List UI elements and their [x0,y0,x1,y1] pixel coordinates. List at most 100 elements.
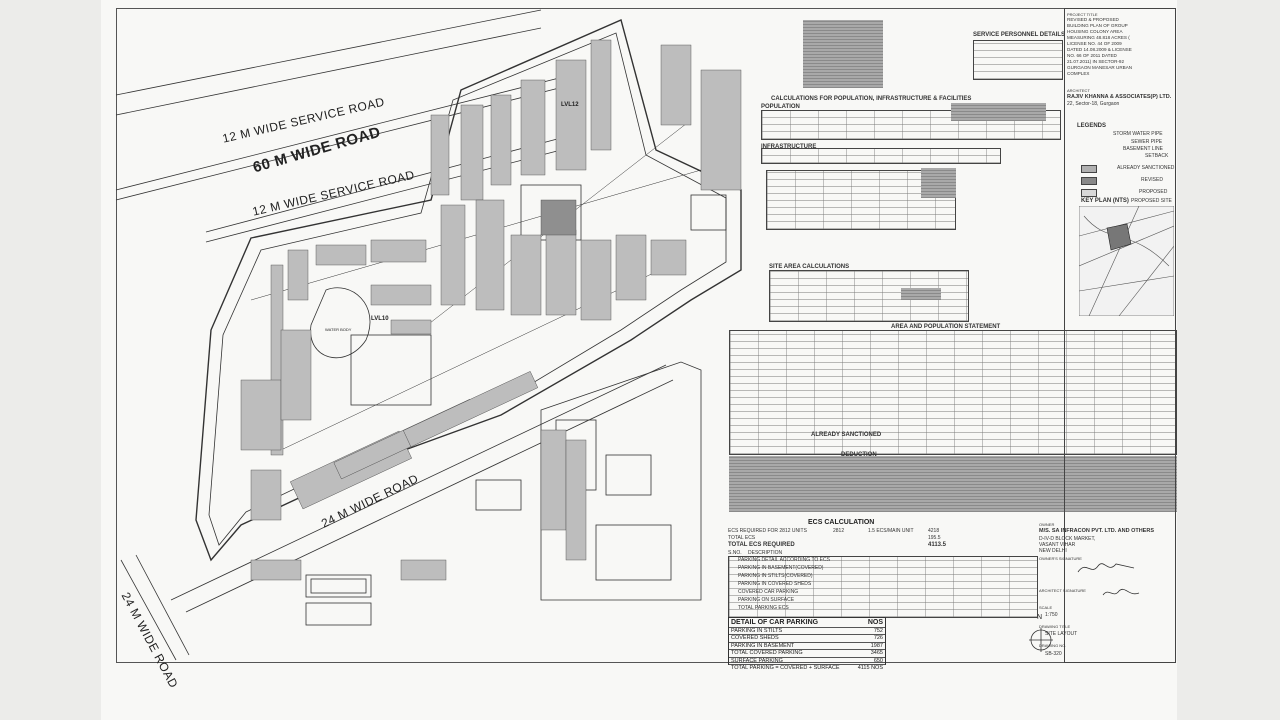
architect-signature-label: ARCHITECT SIGNATURE [1039,588,1086,593]
legend-swatch-proposed [1081,189,1097,197]
legend-swatch-revised [1081,177,1097,185]
drawing-sheet: 12 M WIDE SERVICE ROAD 60 M WIDE ROAD 12… [101,0,1177,720]
table-row: TOTAL COVERED PARKING 3465 [729,649,885,656]
ecs-required-val: 4113.5 [928,542,947,548]
cell-value: 726 [873,635,883,642]
service-table-shaded [803,20,883,88]
ecs-row-1: PARKING IN BASEMENT(COVERED) [738,565,824,571]
car-parking-table: DETAIL OF CAR PARKING NOS PARKING IN STI… [728,617,886,671]
ecs-row-3: PARKING IN COVERED SHEDS [738,581,812,587]
key-plan-map [1079,206,1174,316]
scale-label: SCALE [1039,605,1053,610]
legends-title: LEGENDS [1077,123,1107,129]
cell-value: 752 [873,628,883,634]
cell-value: 650 [873,657,883,664]
ecs-total-val: 195.5 [928,535,941,541]
proposed-site-label: PROPOSED SITE [1131,198,1172,204]
cell-label: PARKING IN STILTS [731,628,783,634]
ecs-req-units: ECS REQUIRED FOR 2812 UNITS [728,528,807,534]
table-row: COVERED SHEDS 726 [729,634,885,641]
legend-item-setback: SETBACK [1145,153,1169,159]
ecs-units: 2812 [833,528,845,534]
key-plan-label: KEY PLAN (NTS) [1081,198,1129,204]
legend-item-sewer: SEWER PIPE [1131,139,1163,145]
project-title: REVISED & PROPOSED BUILDING PLAN OF GROU… [1067,17,1133,76]
scale-value: 1:750 [1045,612,1058,618]
water-body-label: WATER BODY [325,327,352,332]
car-parking-header: DETAIL OF CAR PARKING NOS [729,618,885,627]
level-label-top: LVL12 [561,102,579,108]
legend-item-proposed: PROPOSED [1139,189,1168,195]
owner-address-2: VASANT VIHAR [1039,542,1076,548]
population-shade [951,103,1046,121]
drawing-title: SITE LAYOUT [1045,631,1078,637]
ecs-row-0: PARKING DETAIL ACCORDING TO ECS [738,557,830,563]
legend-item-revised: REVISED [1141,177,1163,183]
legend-item-sanctioned: ALREADY SANCTIONED [1117,165,1175,171]
cell-label: PARKING IN BASEMENT [731,642,795,649]
ecs-rate: 1.5 ECS/MAIN UNIT [868,528,914,534]
north-label: N [1037,614,1043,621]
infrastructure-table [761,148,1001,164]
site-area-label: SITE AREA CALCULATIONS [769,264,850,270]
population-label: POPULATION [761,104,800,110]
ecs-calculation: ECS CALCULATION ECS REQUIRED FOR 2812 UN… [728,514,1038,618]
ecs-row-4: COVERED CAR PARKING [738,589,799,595]
drawing-no-label: DRAWING NO. [1039,643,1067,648]
ecs-required: TOTAL ECS REQUIRED [728,542,795,548]
table-row: SURFACE PARKING 650 [729,656,885,664]
ecs-col-desc: DESCRIPTION [748,550,783,556]
level-label-mid: LVL10 [371,316,389,322]
cell-label: TOTAL PARKING = COVERED + SURFACE [731,664,840,671]
area-statement-shade [729,456,1177,512]
ecs-col-sno: S.NO. [728,550,742,556]
car-parking-title: DETAIL OF CAR PARKING [731,619,819,626]
architect-address: 22, Sector-18, Gurgaon [1067,101,1120,107]
architect-label: ARCHITECT [1067,88,1090,93]
area-statement-table [729,330,1177,455]
cell-label: COVERED SHEDS [731,635,779,642]
car-parking-nos: NOS [867,619,883,626]
owner-address-3: NEW DELHI [1039,548,1067,554]
service-table [973,40,1063,80]
legend-item-basement: BASEMENT LINE [1123,146,1163,152]
table-row: TOTAL PARKING = COVERED + SURFACE 4115 NO… [729,663,885,671]
owner-signature [1077,563,1135,573]
owner-signature-label: OWNER'S SIGNATURE [1039,556,1082,561]
cell-value: 4115 NOS [857,664,883,671]
architect-signature [1102,588,1140,596]
title-block [1064,8,1176,663]
cell-label: TOTAL COVERED PARKING [731,650,803,657]
calc-title: CALCULATIONS FOR POPULATION, INFRASTRUCT… [771,96,972,102]
service-personnel-title: SERVICE PERSONNEL DETAILS [973,32,1066,38]
infrastructure-label: INFRASTRUCTURE [761,144,817,150]
ecs-title: ECS CALCULATION [808,519,875,526]
area-statement-title: AREA AND POPULATION STATEMENT [891,324,1001,330]
site-area-shade [901,288,941,300]
table-row: PARKING IN BASEMENT 1987 [729,641,885,649]
facilities-shade [921,168,956,198]
ecs-val1: 4218 [928,528,940,534]
owner-name: M/S. SA INFRACON PVT. LTD. AND OTHERS [1039,528,1154,534]
already-sanctioned-label: ALREADY SANCTIONED [811,432,882,438]
table-row: PARKING IN STILTS 752 [729,627,885,634]
ecs-row-5: PARKING ON SURFACE [738,597,795,603]
cell-label: SURFACE PARKING [731,657,783,664]
ecs-row-6: TOTAL PARKING ECS [738,605,789,611]
architect-name: RAJIV KHANNA & ASSOCIATES(P) LTD. [1067,94,1172,100]
ecs-table [728,556,1038,618]
ecs-row-2: PARKING IN STILTS(COVERED) [738,573,813,579]
ecs-total: TOTAL ECS [728,535,756,541]
site-plan-drawing [115,9,1053,661]
project-title-label: PROJECT TITLE [1067,12,1098,17]
drawing-no: SB-320 [1045,651,1062,657]
owner-address-1: D-IV-D BLOCK MARKET, [1039,536,1096,542]
owner-label: OWNER [1039,522,1055,527]
drawing-title-label: DRAWING TITLE [1039,624,1071,629]
cell-value: 3465 [870,650,883,657]
deduction-label: DEDUCTION [841,452,877,458]
legend-swatch-sanctioned [1081,165,1097,173]
cell-value: 1987 [870,642,883,649]
legend-item-storm: STORM WATER PIPE [1113,131,1163,137]
